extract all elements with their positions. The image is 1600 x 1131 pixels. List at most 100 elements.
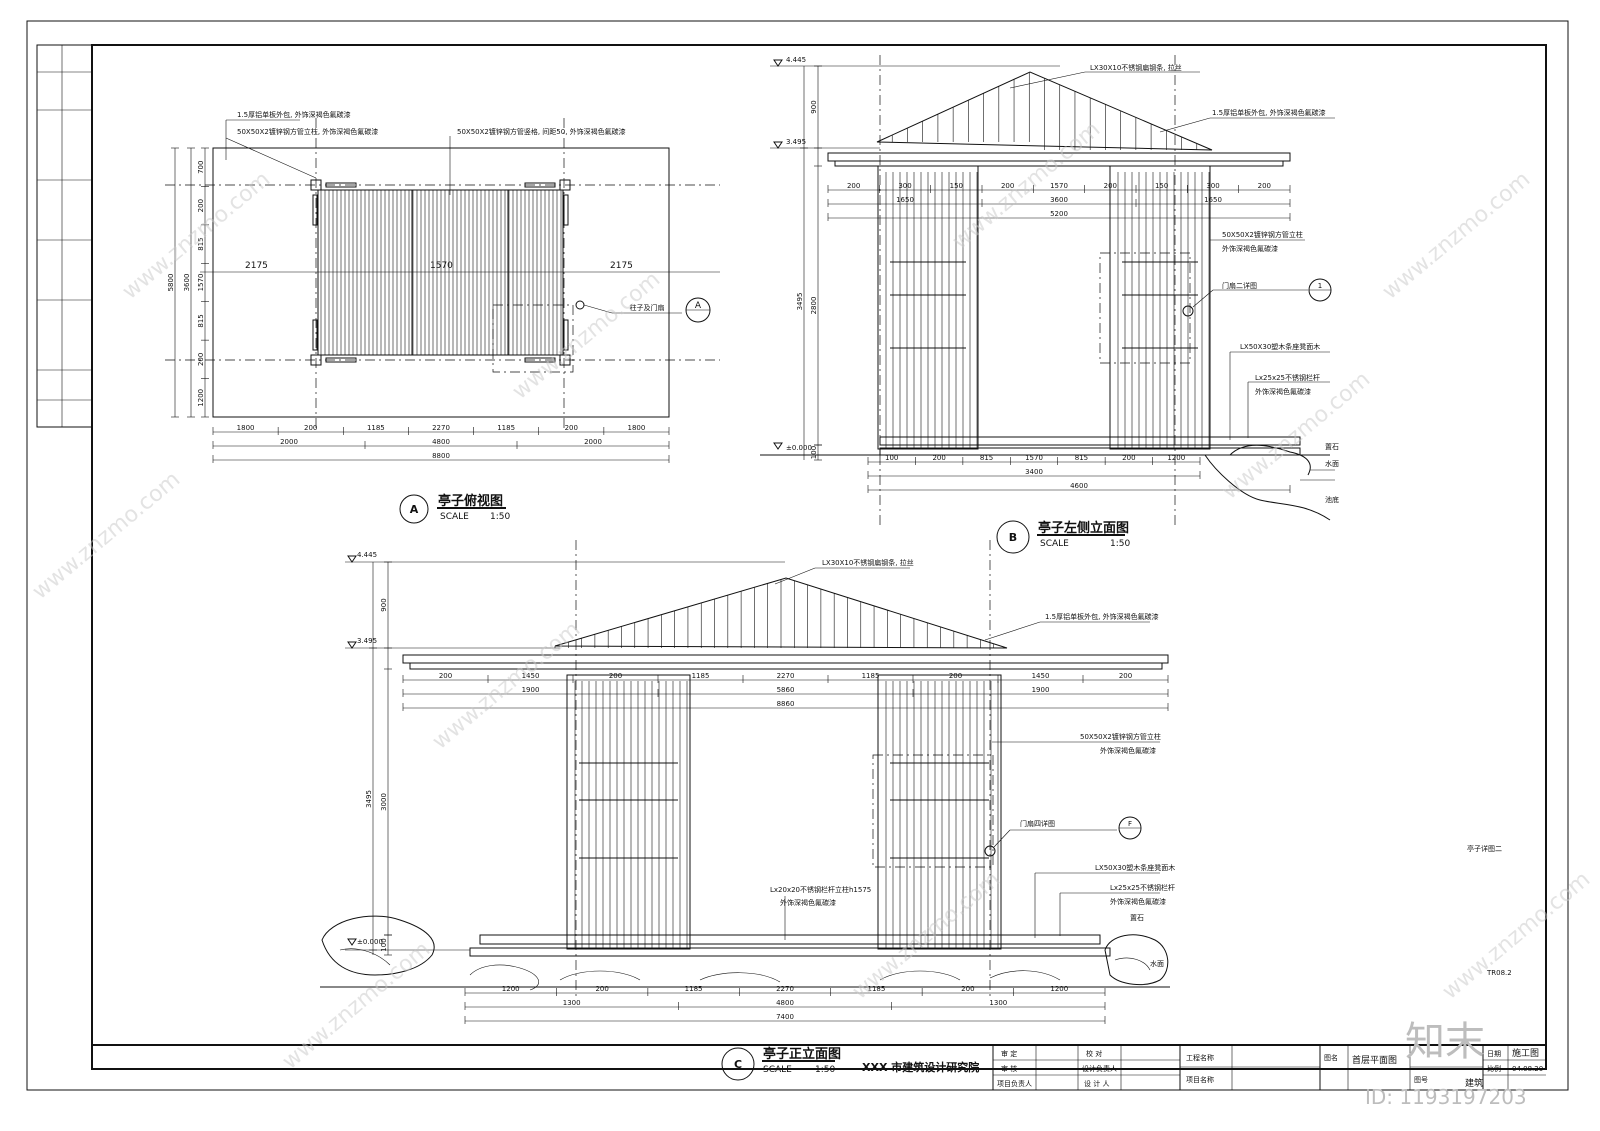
view-b-note5: 门扇二详图 <box>1222 281 1257 290</box>
view-c-scale-label: SCALE <box>763 1065 792 1075</box>
watermark-9: www.znzmo.com <box>278 937 435 1075</box>
view-b-scale: 1:50 <box>1110 539 1130 549</box>
watermark-8: www.znzmo.com <box>848 867 1005 1005</box>
tb-label-3: 校 对 <box>1086 1049 1102 1058</box>
title-block: XXX 市建筑设计研究院 审 定 审 核 项目负责人 校 对 设计负责人 设 计… <box>92 1044 1546 1090</box>
view-c-bdim1-4: 1185 <box>868 985 886 993</box>
view-c-bdim1-1: 200 <box>595 985 608 993</box>
view-b-tdim1-1: 300 <box>898 182 911 190</box>
view-b-elev1: 4.445 <box>786 56 806 64</box>
tb-label-4: 设计负责人 <box>1082 1064 1117 1073</box>
watermark-2: www.znzmo.com <box>508 267 665 405</box>
view-a-mid1: 2175 <box>245 261 268 271</box>
sheet-name: 首层平面图 <box>1352 1054 1397 1066</box>
view-a-dim1-1: 200 <box>304 424 317 432</box>
view-b-note3: 50X50X2镀锌钢方管立柱 <box>1222 230 1303 239</box>
view-a-plan: A 柱子及门扇 1.5厚铝单板外包, 外饰深褐色氟碳漆 50X50X2镀锌钢方管… <box>165 110 720 524</box>
view-c-elev3: ±0.000 <box>357 938 383 946</box>
view-b-letter: B <box>1009 531 1017 544</box>
sheet-date: 04.08.20 <box>1512 1065 1543 1073</box>
view-a-note2: 50X50X2镀锌钢方管立柱, 外饰深褐色氟碳漆 <box>237 127 378 136</box>
view-b-scale-label: SCALE <box>1040 539 1069 549</box>
view-a-ref: 柱子及门扇 <box>630 303 665 312</box>
watermark-3: www.znzmo.com <box>948 117 1105 255</box>
view-b-title: 亭子左侧立面图 <box>1038 520 1129 536</box>
view-c-tdim1-3: 1185 <box>692 672 710 680</box>
view-b-tdim2-2: 1650 <box>1204 196 1222 204</box>
view-a-dim2-2: 2000 <box>584 438 602 446</box>
view-b-tdim1-5: 200 <box>1104 182 1117 190</box>
view-b-elev2: 3.495 <box>786 138 806 146</box>
left-strip <box>36 44 93 428</box>
view-b-tdim1-3: 200 <box>1001 182 1014 190</box>
view-b-bdim1-2: 815 <box>980 454 993 462</box>
view-b-note6: LX50X30塑木条座凳面木 <box>1240 342 1320 351</box>
brand-logo: 知末 <box>1405 1019 1485 1065</box>
view-b-tdim1-4: 1570 <box>1050 182 1068 190</box>
view-b-note8: 外饰深褐色氟碳漆 <box>1255 387 1311 396</box>
view-b-bdim1-5: 200 <box>1122 454 1135 462</box>
view-c-note5: 门扇四详图 <box>1020 819 1055 828</box>
view-c-bdim1-0: 1200 <box>502 985 520 993</box>
view-c-tdim1-1: 1450 <box>522 672 540 680</box>
view-a-ldim-3: 1570 <box>197 274 205 292</box>
view-c-tdim2-1: 5860 <box>777 686 795 694</box>
view-a-note3: 50X50X2镀锌钢方管竖格, 间距50, 外饰深褐色氟碳漆 <box>457 127 626 136</box>
view-b-tdim1-0: 200 <box>847 182 860 190</box>
view-a-ldim-6: 1200 <box>197 389 205 407</box>
tb-label-11: 比例 <box>1487 1064 1501 1073</box>
view-b-bdim1-4: 815 <box>1075 454 1088 462</box>
dept-label: 建筑 <box>1465 1077 1483 1089</box>
view-b-note1: LX30X10不锈钢扁钢条, 拉丝 <box>1090 63 1182 72</box>
institute-name: XXX 市建筑设计研究院 <box>862 1060 979 1074</box>
tb-label-5: 设 计 人 <box>1084 1079 1109 1088</box>
id-label: ID: 1193197203 <box>1365 1085 1527 1109</box>
view-b-note4: 外饰深褐色氟碳漆 <box>1222 244 1278 253</box>
view-b-note2: 1.5厚铝单板外包, 外饰深褐色氟碳漆 <box>1212 108 1326 117</box>
view-c-bdim2-1: 4800 <box>776 999 794 1007</box>
view-c-tdim1-6: 200 <box>949 672 962 680</box>
view-c-bdim1-3: 2270 <box>776 985 794 993</box>
view-b-bdim1-0: 100 <box>885 454 898 462</box>
view-b-tdim3-0: 5200 <box>1050 210 1068 218</box>
watermark-5: www.znzmo.com <box>28 467 185 605</box>
view-a-mid2: 1570 <box>430 261 453 271</box>
view-c-tdim1-2: 200 <box>609 672 622 680</box>
view-c-elev1: 4.445 <box>357 551 377 559</box>
view-b-bdim2-0: 3400 <box>1025 468 1043 476</box>
view-a-mid3: 2175 <box>610 261 633 271</box>
view-b-ldim3-0: 2800 <box>810 297 818 315</box>
view-b-bdim1-3: 1570 <box>1025 454 1043 462</box>
view-c-tdim2-2: 1900 <box>1032 686 1050 694</box>
view-a-scale-label: SCALE <box>440 512 469 522</box>
view-b-water: 水面 <box>1325 459 1339 468</box>
tb-label-7: 项目名称 <box>1186 1075 1214 1084</box>
view-c-title: 亭子正立面图 <box>763 1046 841 1062</box>
view-c-note4: 外饰深褐色氟碳漆 <box>1100 746 1156 755</box>
view-c-ldim2-0: 3495 <box>365 790 373 808</box>
view-c-tdim1-5: 1185 <box>862 672 880 680</box>
view-a-ldim2-0: 3600 <box>183 274 191 292</box>
view-b-ldim4-0: 100 <box>810 446 818 459</box>
view-a-dim1-0: 1800 <box>237 424 255 432</box>
view-a-scale: 1:50 <box>490 512 510 522</box>
view-c-tdim1-7: 1450 <box>1032 672 1050 680</box>
view-a-ldim-1: 200 <box>197 199 205 212</box>
view-a-dim1-3: 2270 <box>432 424 450 432</box>
side-note: 亭子详图二 <box>1467 844 1502 853</box>
tb-label-6: 工程名称 <box>1186 1053 1214 1062</box>
view-a-dim1-5: 200 <box>565 424 578 432</box>
view-c-note7: Lx25x25不锈钢栏杆 <box>1110 883 1175 892</box>
view-c-note1: LX30X10不锈钢扁钢条, 拉丝 <box>822 558 914 567</box>
view-b-bdim3-0: 4600 <box>1070 482 1088 490</box>
svg-text:F: F <box>1128 820 1132 828</box>
watermark-10: www.znzmo.com <box>1438 867 1595 1005</box>
view-c-bdim1-6: 1200 <box>1050 985 1068 993</box>
view-c-water: 水面 <box>1150 959 1164 968</box>
view-c-note6: LX50X30塑木条座凳面木 <box>1095 863 1175 872</box>
roof-grille <box>317 189 564 356</box>
view-c-ldim1-0: 900 <box>380 598 388 611</box>
tb-label-2: 项目负责人 <box>997 1079 1032 1088</box>
view-c-ldim4-0: 100 <box>380 938 388 951</box>
watermark-7: www.znzmo.com <box>1378 167 1535 305</box>
